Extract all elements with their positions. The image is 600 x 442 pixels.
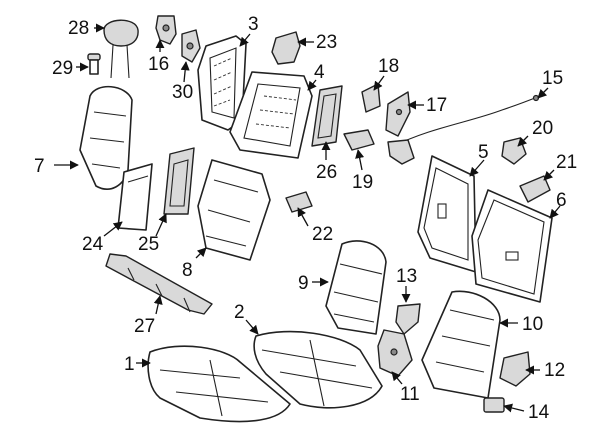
callout-27: 27 bbox=[134, 316, 155, 337]
callout-23: 23 bbox=[316, 32, 337, 53]
part-13-bracket bbox=[395, 303, 421, 335]
callout-3: 3 bbox=[248, 14, 259, 35]
part-7-seatback-cover bbox=[79, 85, 133, 190]
part-10-seatback-cushion bbox=[421, 290, 501, 399]
part-21-escutcheon bbox=[519, 175, 551, 203]
part-19-latch bbox=[343, 129, 375, 151]
callout-20: 20 bbox=[532, 118, 553, 139]
callout-16: 16 bbox=[148, 54, 169, 75]
part-22-trim-pad bbox=[285, 191, 313, 213]
part-15-release-cable bbox=[387, 94, 541, 165]
callout-4: 4 bbox=[314, 62, 325, 83]
part-1-seat-cushion bbox=[147, 345, 291, 423]
part-2-seat-cushion bbox=[253, 330, 383, 409]
part-12-bracket bbox=[499, 351, 531, 387]
callout-2: 2 bbox=[234, 302, 245, 323]
part-8-seatback-cushion bbox=[197, 159, 271, 261]
callout-5: 5 bbox=[478, 142, 489, 163]
callout-9: 9 bbox=[298, 273, 309, 294]
part-26-trim-panel bbox=[311, 85, 343, 147]
callout-numbers: 28 29 16 30 3 23 4 18 17 15 20 21 5 6 19… bbox=[34, 14, 577, 423]
callout-1: 1 bbox=[124, 354, 135, 375]
callout-18: 18 bbox=[378, 56, 399, 77]
part-5-seatback-panel bbox=[417, 155, 477, 273]
callout-29: 29 bbox=[52, 58, 73, 79]
callout-28: 28 bbox=[68, 18, 89, 39]
callout-24: 24 bbox=[82, 234, 104, 255]
part-11-hinge-bracket bbox=[377, 329, 413, 377]
callout-7: 7 bbox=[34, 156, 45, 177]
part-17-bracket bbox=[385, 91, 411, 137]
callout-22: 22 bbox=[312, 224, 333, 245]
callout-19: 19 bbox=[352, 172, 373, 193]
part-29-headrest-guide bbox=[87, 53, 101, 75]
part-16-bracket bbox=[155, 15, 177, 45]
callout-8: 8 bbox=[182, 260, 193, 281]
part-27-trim-strip bbox=[105, 253, 213, 315]
part-23-hinge bbox=[271, 31, 301, 65]
part-14-clip bbox=[483, 397, 505, 413]
part-4-seatback-frame bbox=[229, 71, 313, 159]
part-18-cover bbox=[361, 83, 381, 113]
callout-15: 15 bbox=[542, 68, 563, 89]
part-25-armrest-frame bbox=[163, 147, 195, 215]
part-30-latch bbox=[181, 29, 201, 63]
callout-17: 17 bbox=[426, 95, 447, 116]
part-28-headrest bbox=[103, 19, 139, 79]
callout-leaders bbox=[54, 23, 561, 413]
callout-14: 14 bbox=[528, 402, 550, 423]
callout-13: 13 bbox=[396, 266, 417, 287]
part-9-seatback-cushion bbox=[325, 240, 387, 335]
callout-26: 26 bbox=[316, 162, 337, 183]
part-24-armrest-cover bbox=[117, 163, 153, 231]
callout-30: 30 bbox=[172, 82, 193, 103]
callout-10: 10 bbox=[522, 314, 543, 335]
callout-6: 6 bbox=[556, 190, 567, 211]
callout-12: 12 bbox=[544, 360, 565, 381]
callout-25: 25 bbox=[138, 234, 159, 255]
callout-21: 21 bbox=[556, 152, 577, 173]
part-6-seatback-panel bbox=[471, 189, 553, 303]
callout-11: 11 bbox=[400, 384, 420, 405]
